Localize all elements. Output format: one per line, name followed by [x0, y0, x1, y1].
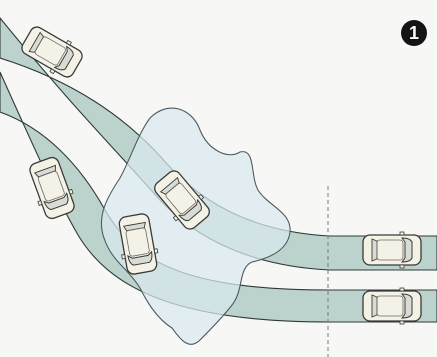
car-right-upper-lane [362, 231, 422, 269]
step-number-badge: 1 [401, 20, 427, 46]
car-right-lower-lane [362, 287, 422, 325]
